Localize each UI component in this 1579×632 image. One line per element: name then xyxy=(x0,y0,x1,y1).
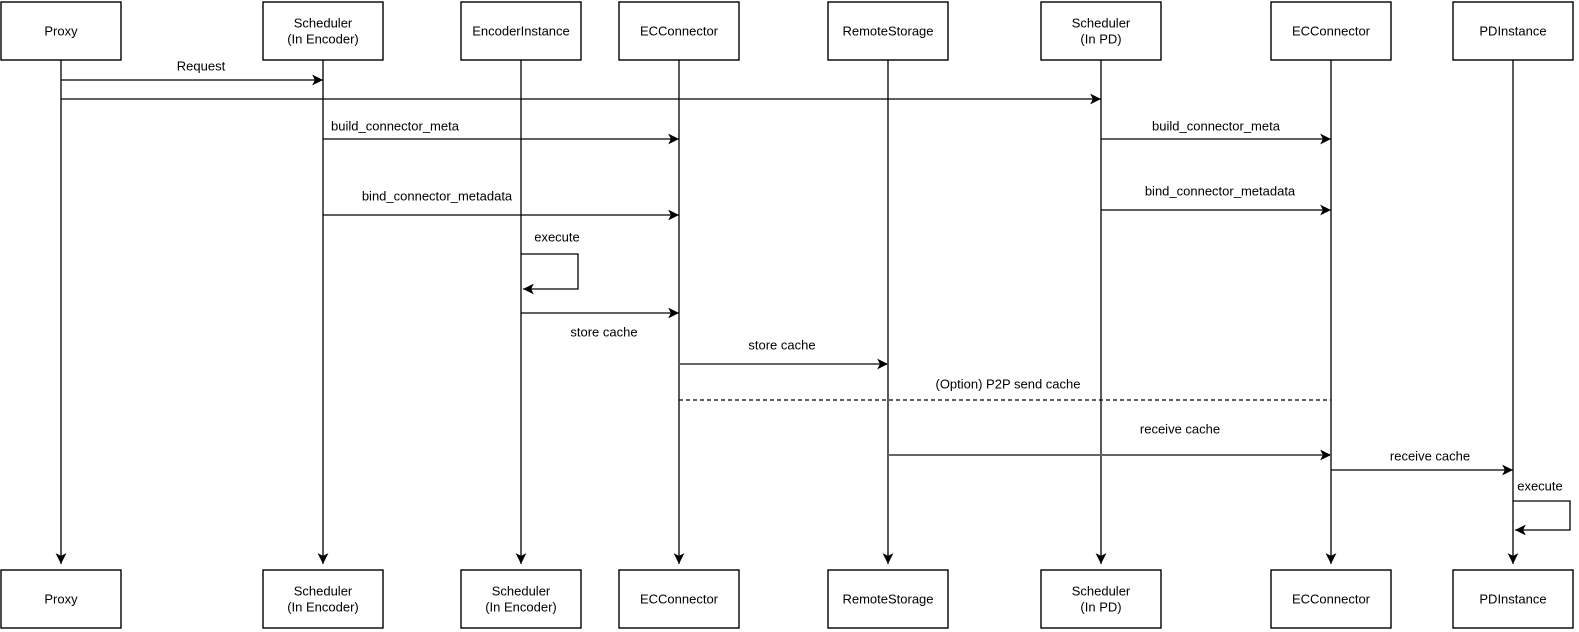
top-box-pd-instance-label: PDInstance xyxy=(1479,24,1546,39)
message-p2p-send-cache: (Option) P2P send cache xyxy=(679,377,1331,401)
top-box-ec-connector-2-label: ECConnector xyxy=(1292,24,1371,39)
bottom-box-proxy-label: Proxy xyxy=(44,592,78,607)
top-box-remote-storage: RemoteStorage xyxy=(827,1,949,61)
bottom-box-pd-instance-rect xyxy=(1452,569,1574,629)
message-bind-connector-metadata-pd: bind_connector_metadata xyxy=(1101,184,1331,216)
top-box-encoder-instance: EncoderInstance xyxy=(460,1,582,61)
bottom-box-scheduler-encoder-rect xyxy=(262,569,384,629)
message-store-cache-to-connector: store cache xyxy=(521,307,679,340)
top-box-ec-connector-2: ECConnector xyxy=(1270,1,1392,61)
message-label-execute-pd: execute xyxy=(1517,479,1563,494)
message-label-receive-cache-from-storage: receive cache xyxy=(1140,422,1220,437)
message-label-build-connector-meta-enc: build_connector_meta xyxy=(331,119,460,134)
lifelines-layer xyxy=(55,60,1519,564)
message-label-p2p-send-cache: (Option) P2P send cache xyxy=(935,377,1080,392)
message-label-execute-encoder: execute xyxy=(534,230,580,245)
bottom-box-remote-storage: RemoteStorage xyxy=(827,569,949,629)
bottom-box-encoder-instance-rect xyxy=(460,569,582,629)
bottom-box-ec-connector-2: ECConnector xyxy=(1270,569,1392,629)
message-execute-pd: execute xyxy=(1513,479,1571,536)
top-box-pd-instance-rect xyxy=(1452,1,1574,61)
message-label-request: Request xyxy=(177,59,226,74)
bottom-box-encoder-instance-label: Scheduler(In Encoder) xyxy=(485,584,557,615)
messages-layer: Request build_connector_meta build_connect… xyxy=(61,59,1571,536)
top-box-ec-connector-1: ECConnector xyxy=(618,1,740,61)
top-box-encoder-instance-label: EncoderInstance xyxy=(472,24,570,39)
message-receive-cache-from-storage: receive cache xyxy=(888,422,1331,461)
message-store-cache-to-storage: store cache xyxy=(679,338,888,370)
message-build-connector-meta-pd: build_connector_meta xyxy=(1101,119,1331,145)
message-line-execute-pd xyxy=(1513,500,1571,536)
bottom-box-scheduler-encoder-label: Scheduler(In Encoder) xyxy=(287,584,359,615)
message-label-bind-connector-metadata-enc: bind_connector_metadata xyxy=(362,189,513,204)
bottom-box-pd-instance: PDInstance xyxy=(1452,569,1574,629)
bottom-box-proxy-rect xyxy=(0,569,122,629)
bottom-box-ec-connector-2-rect xyxy=(1270,569,1392,629)
top-box-encoder-instance-rect xyxy=(460,1,582,61)
message-bind-connector-metadata-enc: bind_connector_metadata xyxy=(323,189,679,221)
bottom-box-remote-storage-label: RemoteStorage xyxy=(842,592,933,607)
bottom-box-ec-connector-1-rect xyxy=(618,569,740,629)
bottom-box-pd-instance-label: PDInstance xyxy=(1479,592,1546,607)
bottom-box-ec-connector-2-label: ECConnector xyxy=(1292,592,1371,607)
bottom-box-scheduler-pd-label: Scheduler(In PD) xyxy=(1072,584,1131,615)
message-execute-encoder: execute xyxy=(521,230,580,295)
message-label-store-cache-to-storage: store cache xyxy=(748,338,815,353)
bottom-box-encoder-instance: Scheduler(In Encoder) xyxy=(460,569,582,629)
top-box-scheduler-encoder-label: Scheduler(In Encoder) xyxy=(287,16,359,47)
bottom-box-ec-connector-1-label: ECConnector xyxy=(640,592,719,607)
message-receive-cache-to-pd: receive cache xyxy=(1331,449,1513,476)
top-box-ec-connector-2-rect xyxy=(1270,1,1392,61)
top-box-pd-instance: PDInstance xyxy=(1452,1,1574,61)
top-box-remote-storage-rect xyxy=(827,1,949,61)
top-box-scheduler-pd-rect xyxy=(1040,1,1162,61)
message-build-connector-meta-enc: build_connector_meta xyxy=(323,119,679,145)
top-box-scheduler-pd-label: Scheduler(In PD) xyxy=(1072,16,1131,47)
message-line-execute-encoder xyxy=(521,253,579,295)
bottom-box-remote-storage-rect xyxy=(827,569,949,629)
bottom-box-scheduler-pd-rect xyxy=(1040,569,1162,629)
top-box-proxy: Proxy xyxy=(0,1,122,61)
bottom-box-scheduler-encoder: Scheduler(In Encoder) xyxy=(262,569,384,629)
top-box-scheduler-pd: Scheduler(In PD) xyxy=(1040,1,1162,61)
top-box-ec-connector-1-label: ECConnector xyxy=(640,24,719,39)
message-label-receive-cache-to-pd: receive cache xyxy=(1390,449,1470,464)
top-box-ec-connector-1-rect xyxy=(618,1,740,61)
top-box-scheduler-encoder-rect xyxy=(262,1,384,61)
top-box-proxy-rect xyxy=(0,1,122,61)
message-label-store-cache-to-connector: store cache xyxy=(570,325,637,340)
top-box-remote-storage-label: RemoteStorage xyxy=(842,24,933,39)
bottom-box-scheduler-pd: Scheduler(In PD) xyxy=(1040,569,1162,629)
bottom-box-proxy: Proxy xyxy=(0,569,122,629)
message-request: Request xyxy=(61,59,323,86)
message-label-bind-connector-metadata-pd: bind_connector_metadata xyxy=(1145,184,1296,199)
top-box-scheduler-encoder: Scheduler(In Encoder) xyxy=(262,1,384,61)
top-box-proxy-label: Proxy xyxy=(44,24,78,39)
message-label-build-connector-meta-pd: build_connector_meta xyxy=(1152,119,1281,134)
bottom-box-ec-connector-1: ECConnector xyxy=(618,569,740,629)
